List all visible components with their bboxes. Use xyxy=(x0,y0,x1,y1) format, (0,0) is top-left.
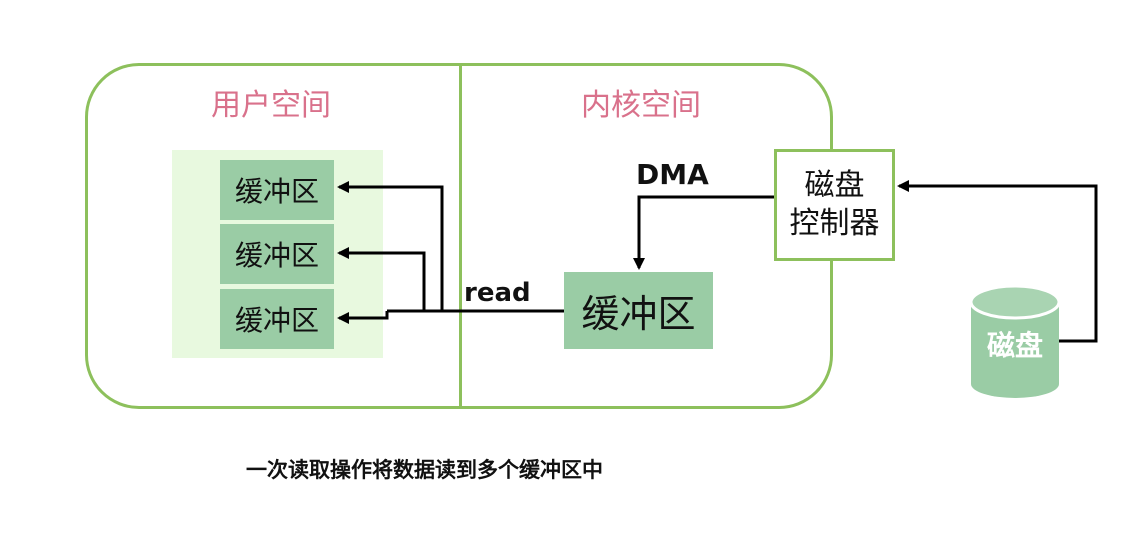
kernel-buffer: 缓冲区 xyxy=(564,272,713,349)
disk-to-controller-arrow xyxy=(897,180,1098,343)
disk-label: 磁盘 xyxy=(986,329,1043,362)
read-arrow-buffer-2 xyxy=(337,247,426,311)
disk-cylinder xyxy=(969,284,1061,398)
user-buffer-2: 缓冲区 xyxy=(220,224,334,284)
disk-controller: 磁盘 控制器 xyxy=(774,149,895,261)
dma-arrow xyxy=(633,195,774,270)
user-buffer-1: 缓冲区 xyxy=(220,160,334,220)
kernel-space-title: 内核空间 xyxy=(581,88,701,123)
user-buffer-3: 缓冲区 xyxy=(220,289,334,349)
disk-controller-line2: 控制器 xyxy=(789,206,880,241)
user-space-title: 用户空间 xyxy=(211,88,331,123)
space-divider xyxy=(459,63,462,409)
read-label: read xyxy=(464,278,531,308)
read-arrow-buffer-3 xyxy=(337,311,389,324)
diagram-caption: 一次读取操作将数据读到多个缓冲区中 xyxy=(246,458,603,482)
read-arrow-buffer-1 xyxy=(337,181,444,311)
disk-controller-line1: 磁盘 xyxy=(804,168,865,203)
dma-label: DMA xyxy=(636,158,709,191)
